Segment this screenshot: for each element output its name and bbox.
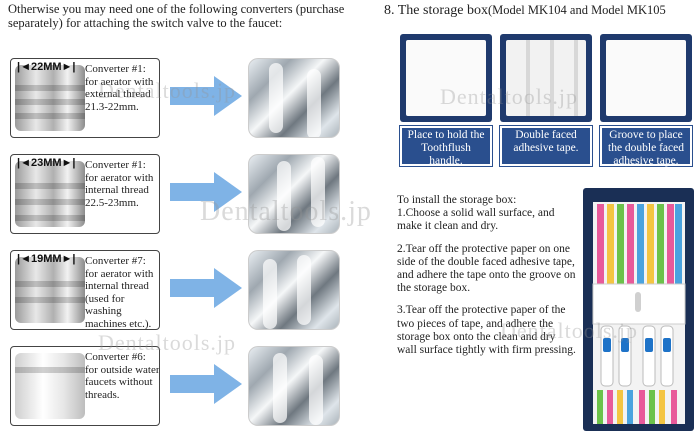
converter-description: Converter #6: for outside water faucets … <box>85 351 160 401</box>
faucet-photo <box>248 250 340 330</box>
instruction-step-2: 2.Tear off the protective paper on one s… <box>397 242 576 295</box>
label-handle-place: Place to hold the Toothflush handle. <box>400 126 492 167</box>
converter-image <box>15 257 85 323</box>
faucet-photo <box>248 346 340 426</box>
groove-photo <box>600 34 692 122</box>
arrow-right-icon <box>170 172 242 212</box>
instructions-title: To install the storage box: <box>397 194 517 206</box>
converter-image <box>15 65 85 131</box>
converter-description: Converter #1: for aerator with internal … <box>85 159 154 209</box>
label-groove: Groove to place the double faced adhesiv… <box>600 126 692 167</box>
converter-image <box>15 161 85 227</box>
converter-row-1: |◄22MM►| Converter #1: for aerator with … <box>10 58 350 138</box>
converter-row-4: Converter #6: for outside water faucets … <box>10 346 350 426</box>
label-adhesive-tape: Double faced adhesive tape. <box>500 126 592 166</box>
converter-image <box>15 353 85 419</box>
converter-card: |◄23MM►| Converter #1: for aerator with … <box>10 154 160 234</box>
converter-card: |◄19MM►| Converter #7: for aerator with … <box>10 250 160 330</box>
instruction-step-1: 1.Choose a solid wall surface, and make … <box>397 207 555 233</box>
arrow-right-icon <box>170 268 242 308</box>
arrow-right-icon <box>170 76 242 116</box>
converter-card: Converter #6: for outside water faucets … <box>10 346 160 426</box>
storage-heading: 8. The storage box(Model MK104 and Model… <box>384 3 666 18</box>
converter-card: |◄22MM►| Converter #1: for aerator with … <box>10 58 160 138</box>
arrow-right-icon <box>170 364 242 404</box>
intro-text: Otherwise you may need one of the follow… <box>8 2 345 30</box>
converter-size: |◄23MM►| <box>17 157 76 169</box>
faucet-photo <box>248 58 340 138</box>
converter-description: Converter #7: for aerator with internal … <box>85 255 154 330</box>
tape-photo <box>500 34 592 122</box>
install-instructions: To install the storage box: 1.Choose a s… <box>397 194 577 366</box>
storage-box-photo <box>400 34 492 122</box>
instruction-step-3: 3.Tear off the protective paper of the t… <box>397 304 576 357</box>
converter-description: Converter #1: for aerator with external … <box>85 63 154 113</box>
converter-row-3: |◄19MM►| Converter #7: for aerator with … <box>10 250 350 330</box>
faucet-photo <box>248 154 340 234</box>
toothbrush-storage-photo <box>583 188 694 431</box>
converter-size: |◄22MM►| <box>17 61 76 73</box>
converter-row-2: |◄23MM►| Converter #1: for aerator with … <box>10 154 350 234</box>
converter-size: |◄19MM►| <box>17 253 76 265</box>
